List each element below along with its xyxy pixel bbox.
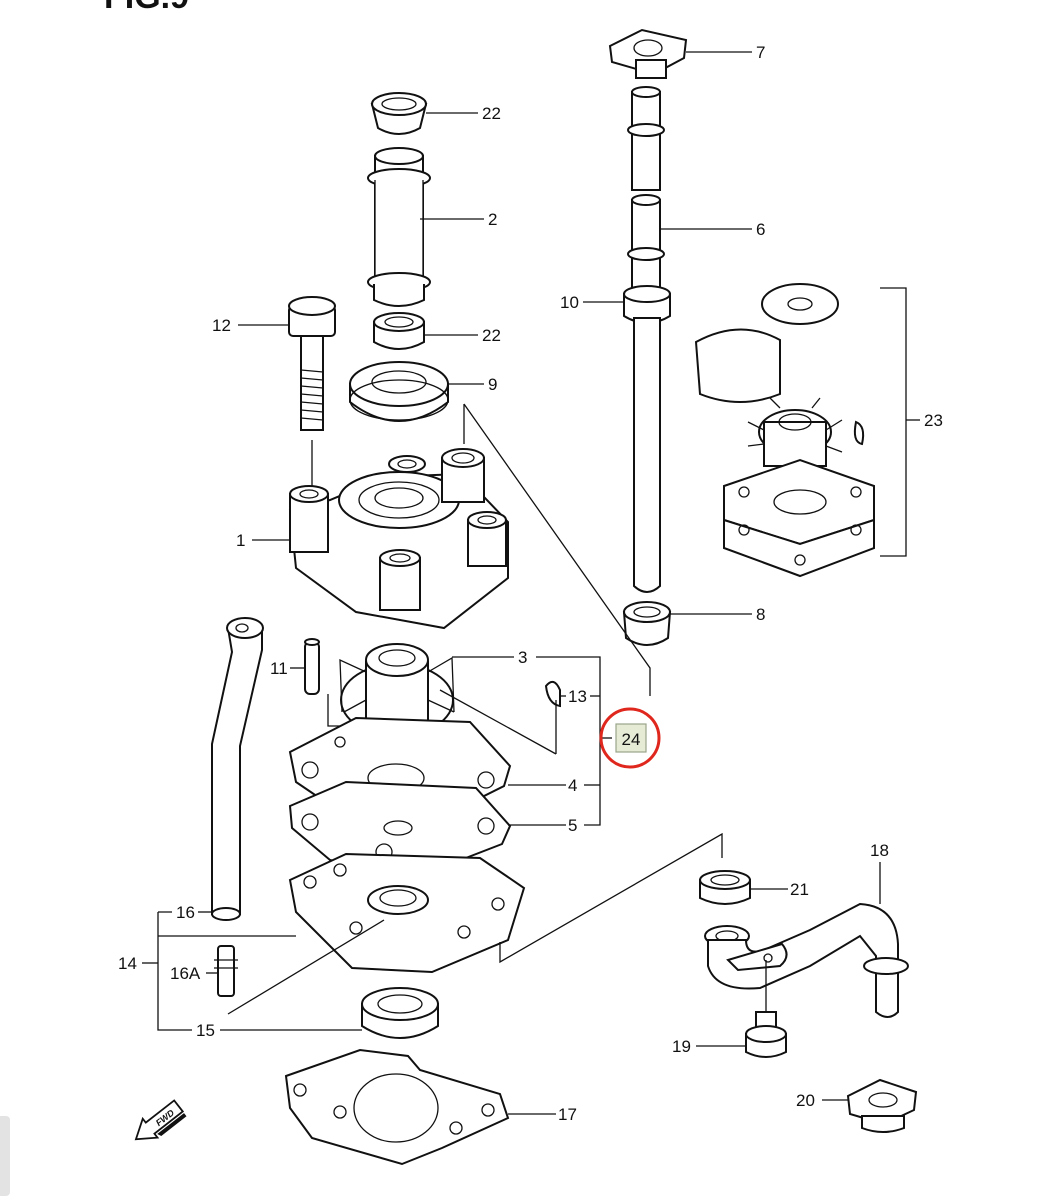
part-17-gasket[interactable] (284, 1048, 510, 1166)
label-8: 8 (756, 605, 765, 624)
label-7: 7 (756, 43, 765, 62)
label-19: 19 (672, 1037, 691, 1056)
part-12-bolt[interactable] (288, 296, 336, 488)
part-9-seal[interactable] (349, 361, 449, 422)
callout-24[interactable]: 24 (599, 707, 661, 769)
label-1: 1 (236, 531, 245, 550)
label-4: 4 (568, 776, 577, 795)
label-12: 12 (212, 316, 231, 335)
part-19-bolt[interactable] (745, 960, 787, 1058)
label-16a: 16A (170, 964, 201, 983)
part-14-lower-case[interactable] (288, 852, 526, 974)
assembly-lines (227, 403, 723, 1015)
label-17: 17 (558, 1105, 577, 1124)
label-14: 14 (118, 954, 137, 973)
label-22-lower: 22 (482, 326, 501, 345)
label-11: 11 (270, 659, 288, 678)
part-10-seal-ring[interactable] (623, 285, 671, 593)
part-6-water-tube[interactable] (627, 86, 665, 301)
part-1-pump-case[interactable] (288, 448, 509, 630)
label-9: 9 (488, 375, 497, 394)
label-18: 18 (870, 841, 889, 860)
label-3: 3 (518, 648, 527, 667)
figure-title: FIG.9 (104, 0, 189, 16)
part-labels: 22 2 22 9 12 1 7 6 10 8 23 3 11 13 4 5 1… (118, 43, 943, 1124)
part-22-lower-grommet[interactable] (373, 312, 425, 350)
fwd-arrow-icon: FWD (134, 1099, 187, 1141)
label-15: 15 (196, 1021, 215, 1040)
label-16: 16 (176, 903, 195, 922)
part-18-elbow-pipe[interactable] (704, 902, 909, 1018)
part-13-key[interactable] (544, 680, 561, 708)
label-24: 24 (622, 730, 641, 749)
part-21-grommet[interactable] (699, 870, 751, 905)
label-21: 21 (790, 880, 809, 899)
part-2-tube[interactable] (367, 147, 431, 307)
label-23: 23 (924, 411, 943, 430)
part-23-repair-kit[interactable] (694, 283, 875, 578)
label-6: 6 (756, 220, 765, 239)
highlight-circle (599, 707, 661, 769)
part-16a-nipple[interactable] (214, 945, 238, 997)
part-8-grommet[interactable] (622, 601, 672, 646)
leader-lines (142, 51, 920, 1115)
label-13: 13 (568, 687, 587, 706)
part-7-cap[interactable] (608, 28, 688, 79)
label-2: 2 (488, 210, 497, 229)
part-15-oil-seal[interactable] (361, 987, 439, 1039)
label-20: 20 (796, 1091, 815, 1110)
part-22-top-grommet[interactable] (370, 92, 428, 135)
scrollbar[interactable] (0, 1116, 10, 1196)
part-16-pipe[interactable] (211, 617, 264, 921)
label-22-top: 22 (482, 104, 501, 123)
part-20-plug[interactable] (846, 1078, 918, 1133)
part-11-pin[interactable] (304, 638, 320, 695)
label-5: 5 (568, 816, 577, 835)
label-10: 10 (560, 293, 579, 312)
callout-24-box (615, 723, 647, 753)
